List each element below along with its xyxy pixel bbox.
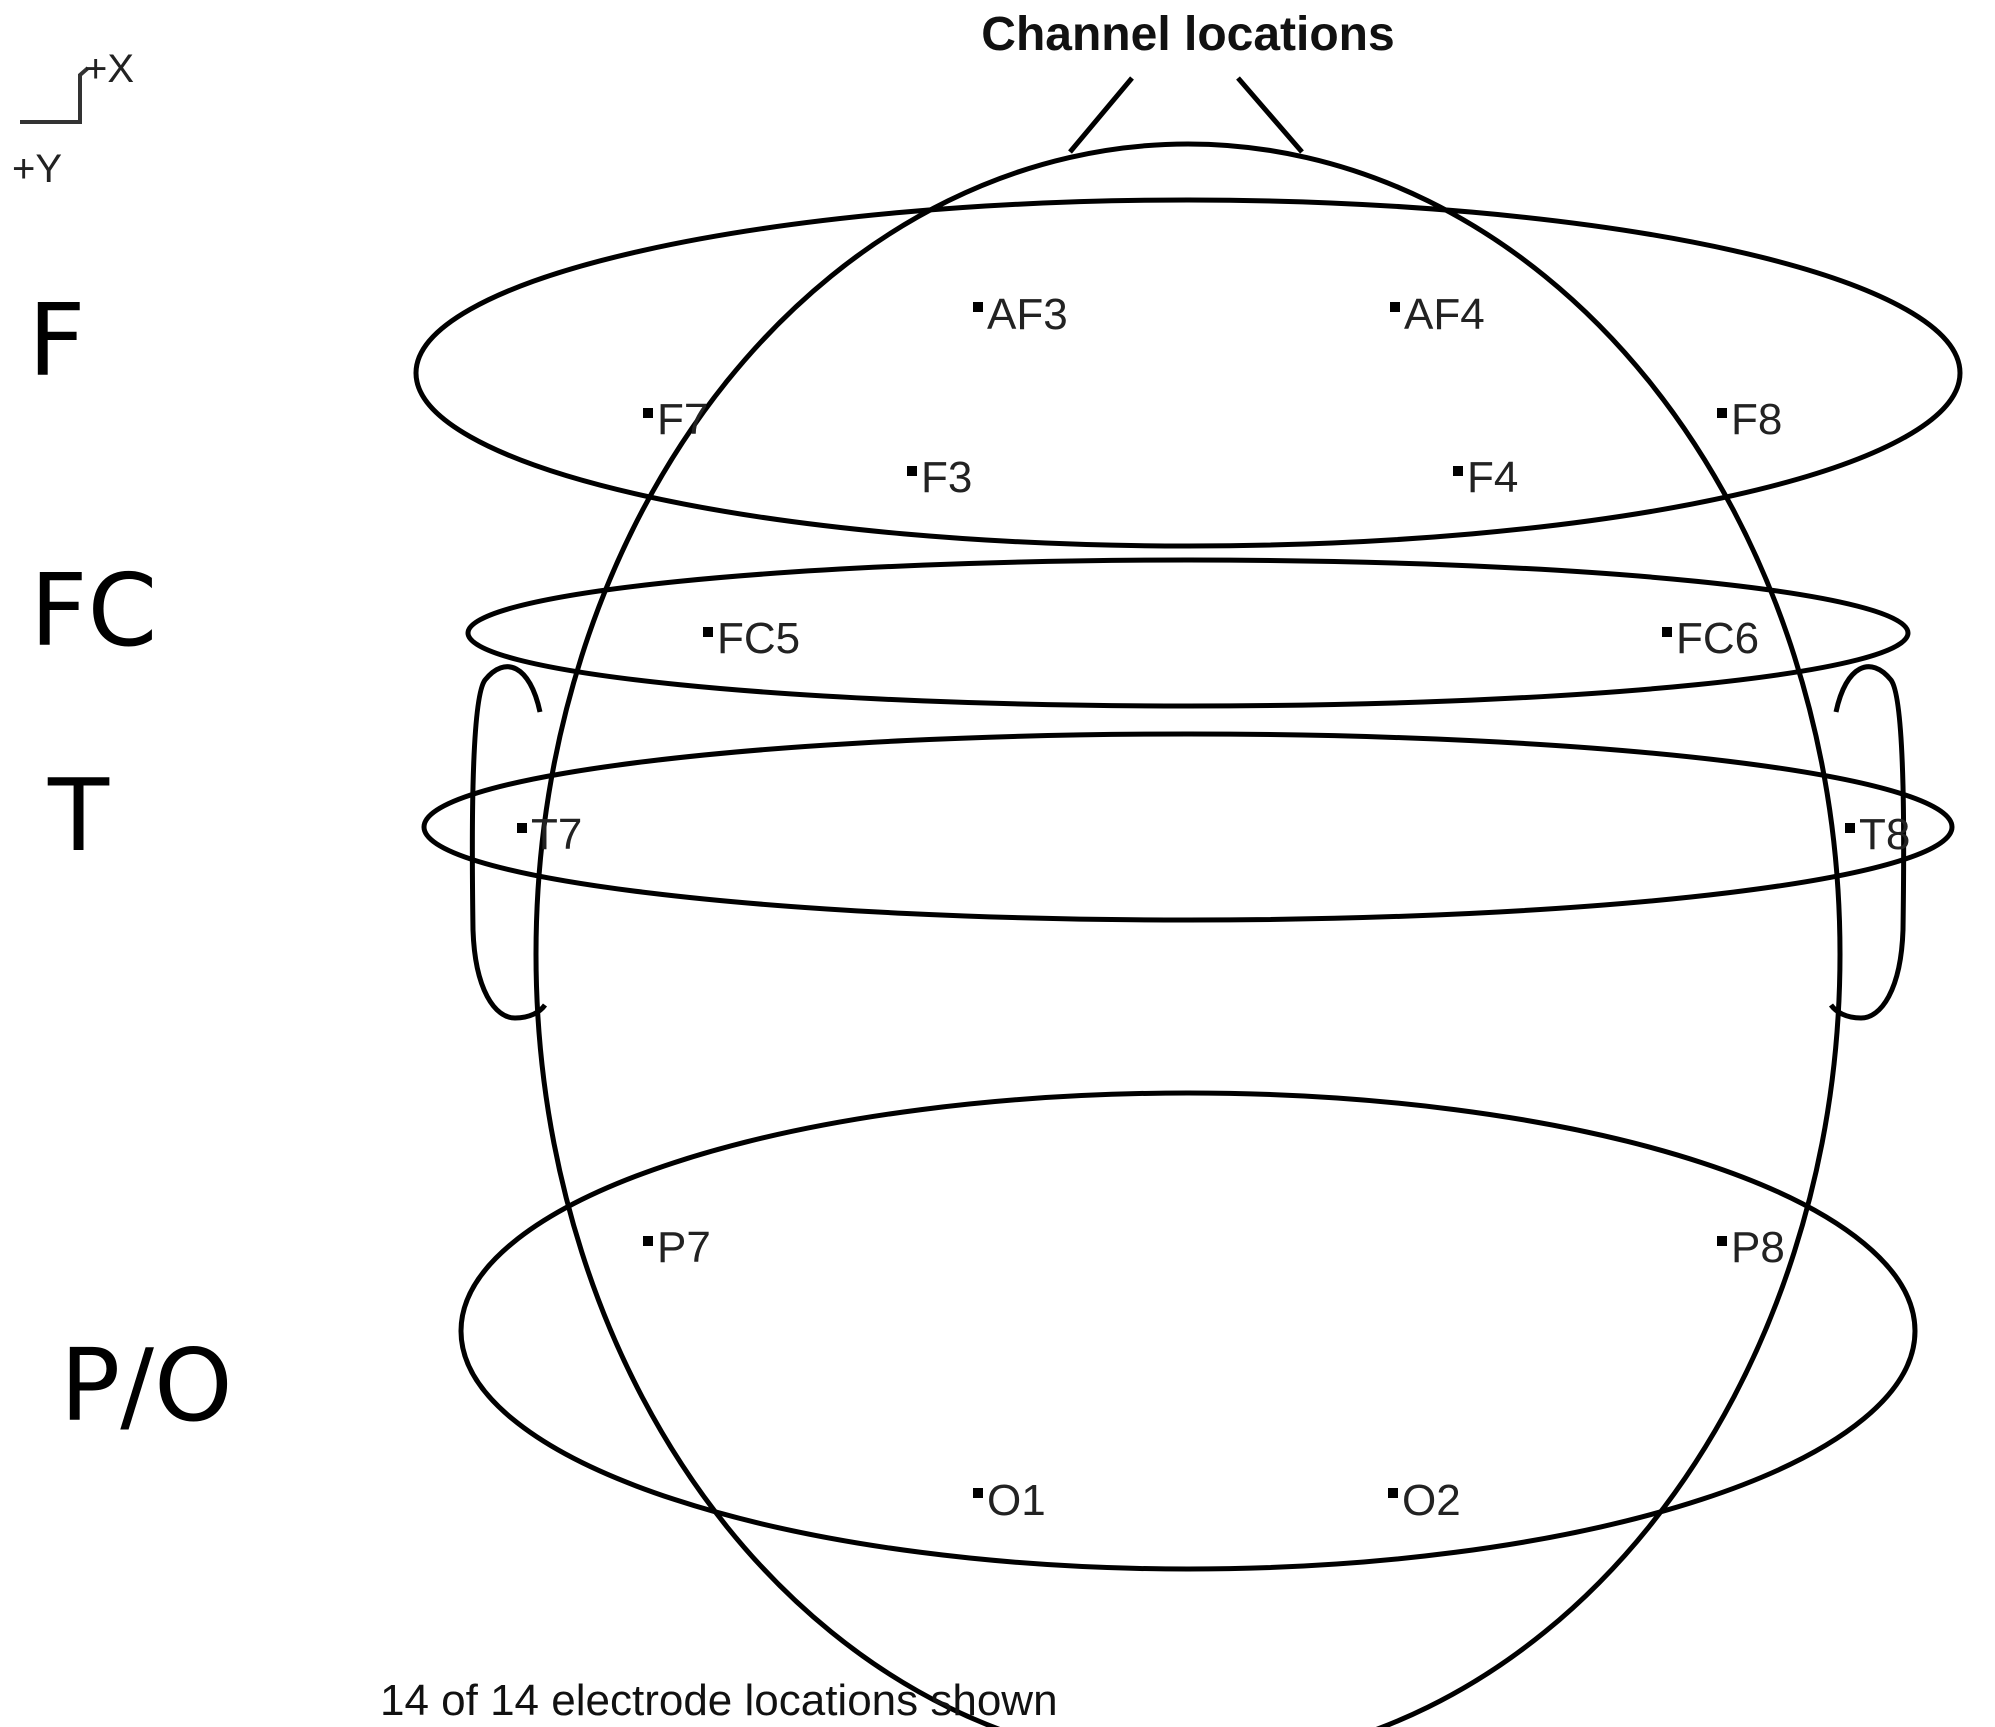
electrode-label: F3 (921, 453, 972, 502)
electrode-label: F8 (1731, 395, 1782, 444)
region-label-po: P/O (60, 1327, 233, 1444)
electrode-label: FC6 (1676, 614, 1759, 663)
electrode-label: T7 (531, 810, 582, 859)
electrode-o1: O1 (973, 1476, 1046, 1525)
electrode-label: F7 (657, 395, 708, 444)
electrode-t8: T8 (1845, 810, 1910, 859)
electrode-marker (973, 1488, 983, 1498)
left-ear (469, 664, 548, 1021)
electrode-label: F4 (1467, 453, 1518, 502)
electrode-label: AF3 (987, 290, 1068, 339)
electrode-marker (1662, 627, 1672, 637)
electrode-f8: F8 (1717, 395, 1782, 444)
electrode-f7: F7 (643, 395, 708, 444)
electrode-label: FC5 (717, 614, 800, 663)
electrode-label: O1 (987, 1476, 1046, 1525)
frontal-region-ellipse (413, 197, 1963, 549)
temporal-region-ellipse (421, 731, 1955, 923)
electrode-marker (1717, 408, 1727, 418)
electrode-label: T8 (1859, 810, 1910, 859)
electrode-marker (1453, 466, 1463, 476)
right-ear (1828, 664, 1907, 1021)
nose (1068, 76, 1304, 154)
electrode-marker (643, 1236, 653, 1246)
axis-indicator: +X +Y (12, 47, 134, 191)
region-label-t: T (47, 757, 110, 874)
electrode-marker (703, 627, 713, 637)
electrode-marker (907, 466, 917, 476)
electrode-label: P7 (657, 1223, 711, 1272)
electrode-marker (973, 302, 983, 312)
diagram-title: Channel locations (981, 8, 1394, 61)
electrode-p8: P8 (1717, 1223, 1785, 1272)
electrode-marker (517, 823, 527, 833)
region-label-fc: FC (30, 552, 157, 669)
head-outline (469, 76, 1907, 1727)
electrode-f3: F3 (907, 453, 972, 502)
electrode-p7: P7 (643, 1223, 711, 1272)
electrode-count-caption: 14 of 14 electrode locations shown (380, 1676, 1058, 1725)
electrode-o2: O2 (1388, 1476, 1461, 1525)
region-label-f: F (28, 282, 86, 399)
parieto-occipital-region-ellipse (458, 1090, 1918, 1572)
electrode-label: P8 (1731, 1223, 1785, 1272)
head-circle (533, 141, 1843, 1727)
axis-x-label: +X (84, 47, 134, 91)
electrode-af4: AF4 (1390, 290, 1485, 339)
electrode-fc6: FC6 (1662, 614, 1759, 663)
electrode-af3: AF3 (973, 290, 1068, 339)
electrode-fc5: FC5 (703, 614, 800, 663)
axis-y-label: +Y (12, 147, 62, 191)
frontocentral-region-ellipse (465, 557, 1911, 709)
electrode-label: AF4 (1404, 290, 1485, 339)
electrode-marker (1845, 823, 1855, 833)
electrode-marker (1388, 1488, 1398, 1498)
electrode-t7: T7 (517, 810, 582, 859)
electrode-f4: F4 (1453, 453, 1518, 502)
electrode-marker (643, 408, 653, 418)
electrode-marker (1717, 1236, 1727, 1246)
region-ellipses (413, 197, 1963, 1572)
electrode-marker (1390, 302, 1400, 312)
electrode-label: O2 (1402, 1476, 1461, 1525)
